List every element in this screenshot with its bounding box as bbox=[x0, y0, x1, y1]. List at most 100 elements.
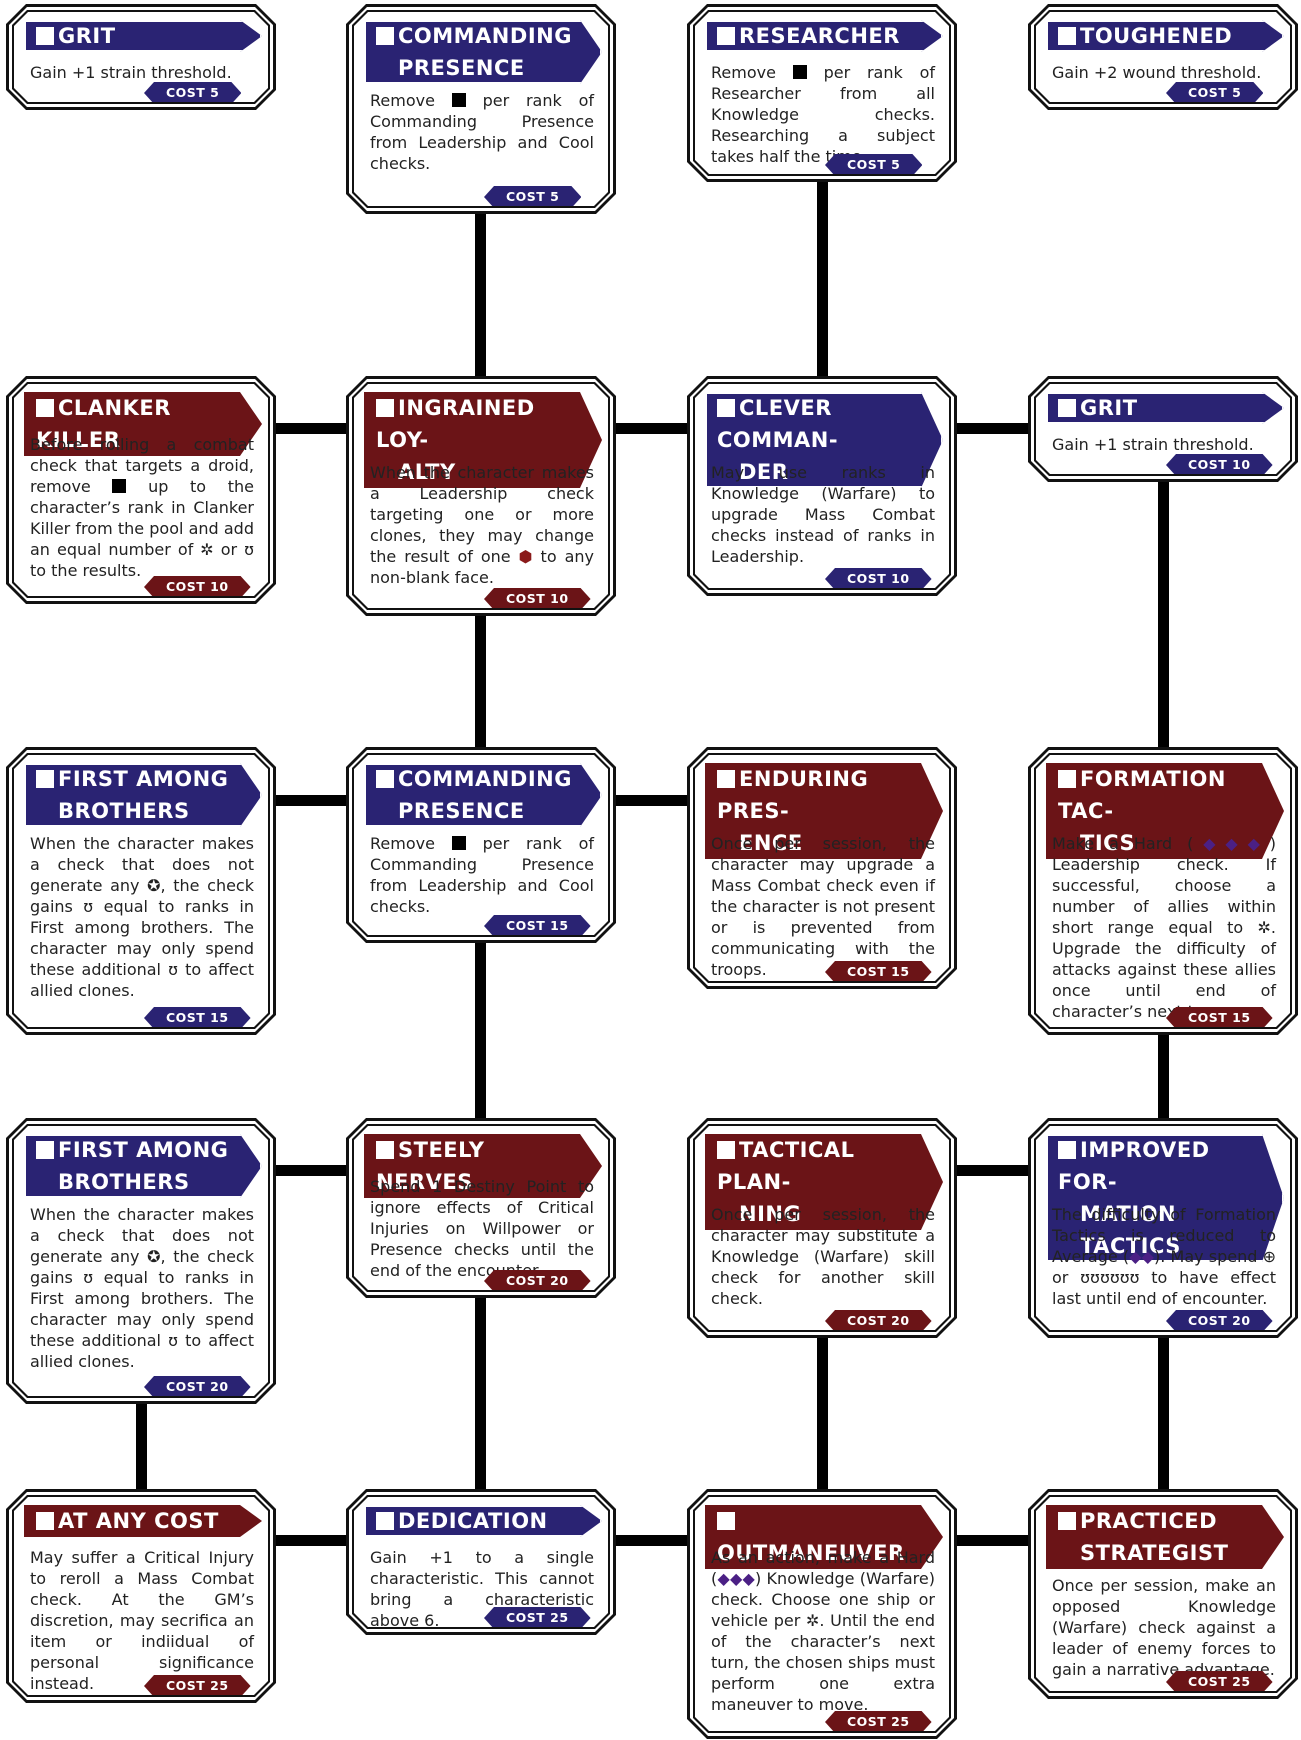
checkbox-square-icon bbox=[36, 1512, 54, 1530]
talent-title-line: ALTY bbox=[398, 460, 456, 484]
talent-description: Spend 1 Destiny Point to ignore effects … bbox=[370, 1177, 594, 1280]
cost-badge: COST 15 bbox=[144, 1007, 251, 1029]
checkbox-square-icon bbox=[717, 399, 735, 417]
connector-line bbox=[475, 940, 486, 1120]
talent-title: TOUGHENED bbox=[1046, 20, 1284, 52]
difficulty-die-icon: ◆ bbox=[1129, 1247, 1142, 1266]
talent-description: Once per session, the character may upgr… bbox=[711, 834, 935, 979]
talent-title-line: ENDURING PRES- bbox=[717, 767, 869, 823]
connector-line bbox=[612, 795, 692, 806]
cost-badge: COST 15 bbox=[825, 961, 932, 983]
difficulty-die-icon: ◆ bbox=[717, 1569, 730, 1588]
talent-title-line: FIRST AMONG bbox=[58, 767, 229, 791]
talent-description: May use ranks in Knowledge (Warfare) to … bbox=[711, 463, 935, 566]
cost-badge: COST 25 bbox=[144, 1675, 251, 1697]
connector-line bbox=[475, 1295, 486, 1492]
connector-line bbox=[270, 795, 352, 806]
talent-title: CLEVER COMMAN-DER bbox=[705, 392, 943, 488]
talent-description: Remove per rank of Commanding Presence f… bbox=[370, 834, 594, 916]
cost-badge: COST 10 bbox=[484, 588, 591, 610]
talent-title-line: INGRAINED LOY- bbox=[376, 396, 535, 452]
connector-line bbox=[1158, 1030, 1169, 1120]
difficulty-die-icon: ◆ bbox=[1141, 1247, 1155, 1266]
talent-card[interactable]: COMMANDING PRESENCE Remove per rank of Com… bbox=[346, 747, 616, 943]
cost-badge: COST 10 bbox=[825, 568, 932, 590]
challenge-die-icon: ⬢ bbox=[518, 547, 533, 566]
cost-badge: COST 15 bbox=[484, 915, 591, 937]
checkbox-square-icon bbox=[36, 770, 54, 788]
talent-title-line: STEELY NERVES bbox=[376, 1138, 485, 1194]
talent-title: DEDICATION bbox=[364, 1505, 602, 1537]
connector-line bbox=[952, 1535, 1034, 1546]
talent-title-line: AT ANY COST bbox=[58, 1509, 219, 1533]
connector-line bbox=[817, 1335, 828, 1492]
talent-description: Remove per rank of Researcher from all K… bbox=[711, 63, 935, 166]
talent-description: Gain +1 strain threshold. bbox=[30, 63, 232, 82]
talent-description: Gain +1 strain threshold. bbox=[1052, 435, 1254, 454]
talent-title-line: MATION TACTICS bbox=[1080, 1202, 1181, 1258]
talent-title-line: COMMANDING bbox=[398, 24, 572, 48]
talent-description: As an action, make a Hard (◆◆◆) Knowledg… bbox=[711, 1548, 935, 1714]
cost-badge: COST 20 bbox=[1166, 1310, 1273, 1332]
checkbox-square-icon bbox=[376, 27, 394, 45]
connector-line bbox=[952, 1165, 1034, 1176]
talent-title: ENDURING PRES- ENCE bbox=[705, 763, 943, 859]
connector-line bbox=[136, 1400, 147, 1492]
connector-line bbox=[952, 423, 1034, 434]
setback-die-icon bbox=[452, 93, 466, 107]
connector-line bbox=[612, 1535, 692, 1546]
talent-title-line: CLANKER KILLER bbox=[36, 396, 171, 452]
talent-title-line: COMMANDING bbox=[398, 767, 572, 791]
difficulty-die-icon: ◆ bbox=[1247, 834, 1270, 853]
talent-title-line: DEDICATION bbox=[398, 1509, 548, 1533]
talent-title: OUTMANEUVER bbox=[705, 1505, 943, 1569]
difficulty-die-icon: ◆ bbox=[742, 1569, 756, 1588]
checkbox-square-icon bbox=[1058, 1141, 1076, 1159]
checkbox-square-icon bbox=[717, 1141, 735, 1159]
talent-title-line: FIRST AMONG bbox=[58, 1138, 229, 1162]
talent-title-line: ENCE bbox=[739, 831, 803, 855]
talent-title-line: PRESENCE bbox=[398, 56, 525, 80]
talent-title-line: CLEVER COMMAN- bbox=[717, 396, 839, 452]
talent-title-line: BROTHERS bbox=[58, 799, 190, 823]
talent-title: CLANKER KILLER bbox=[24, 392, 262, 456]
talent-title-line: OUTMANEUVER bbox=[717, 1541, 905, 1565]
talent-title-line: STRATEGIST bbox=[1080, 1541, 1229, 1565]
talent-title-line: PRESENCE bbox=[398, 799, 525, 823]
connector-line bbox=[1158, 470, 1169, 750]
cost-badge: COST 25 bbox=[1166, 1671, 1273, 1693]
talent-title: TACTICAL PLAN-NING bbox=[705, 1134, 943, 1230]
connector-line bbox=[1158, 1335, 1169, 1492]
connector-line bbox=[270, 1165, 352, 1176]
talent-description: Once per session, make an opposed Knowle… bbox=[1052, 1576, 1276, 1679]
talent-title: COMMANDING PRESENCE bbox=[364, 20, 602, 84]
talent-title: INGRAINED LOY- ALTY bbox=[364, 392, 602, 488]
cost-badge: COST 5 bbox=[484, 186, 581, 208]
connector-line bbox=[817, 175, 828, 380]
difficulty-die-icon: ◆ bbox=[1193, 834, 1226, 853]
checkbox-square-icon bbox=[376, 1141, 394, 1159]
checkbox-square-icon bbox=[1058, 770, 1076, 788]
checkbox-square-icon bbox=[1058, 1512, 1076, 1530]
checkbox-square-icon bbox=[36, 1141, 54, 1159]
